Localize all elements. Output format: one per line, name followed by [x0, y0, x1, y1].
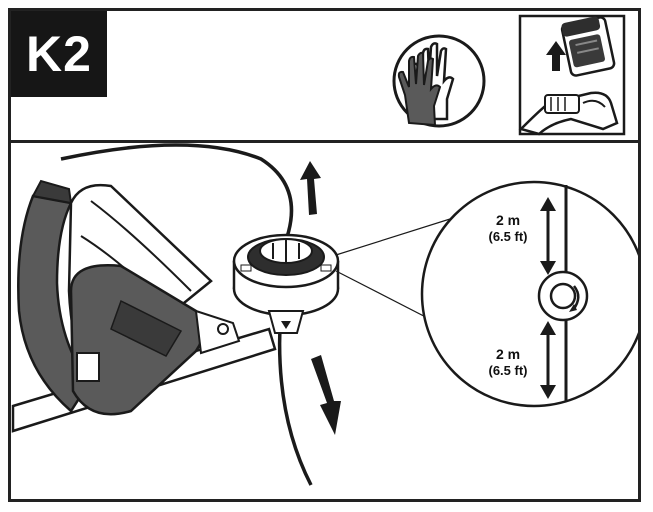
arrow-icon-down	[311, 355, 341, 435]
dimension-arrow-bottom	[540, 321, 556, 399]
detail-magnifier	[420, 180, 638, 408]
arrow-icon-up	[300, 161, 321, 215]
header-artwork	[392, 14, 626, 136]
trimmer-head	[232, 233, 340, 334]
measurement-bottom-imperial: (6.5 ft)	[488, 363, 528, 378]
instruction-panel: K2	[8, 8, 641, 502]
motor-housing	[69, 264, 241, 416]
dimension-arrow-top	[540, 197, 556, 275]
gloves-icon	[392, 34, 486, 128]
measurement-top-imperial: (6.5 ft)	[488, 229, 528, 244]
battery-removal-icon	[518, 14, 626, 136]
main-artwork	[11, 143, 638, 486]
step-badge: K2	[11, 11, 107, 97]
panel-header: K2	[11, 11, 638, 143]
measurement-top-metric: 2 m	[495, 212, 521, 228]
measurement-bottom-metric: 2 m	[495, 346, 521, 362]
trimmer-line-lower	[277, 308, 313, 486]
trimmer-line-upper	[60, 143, 294, 258]
